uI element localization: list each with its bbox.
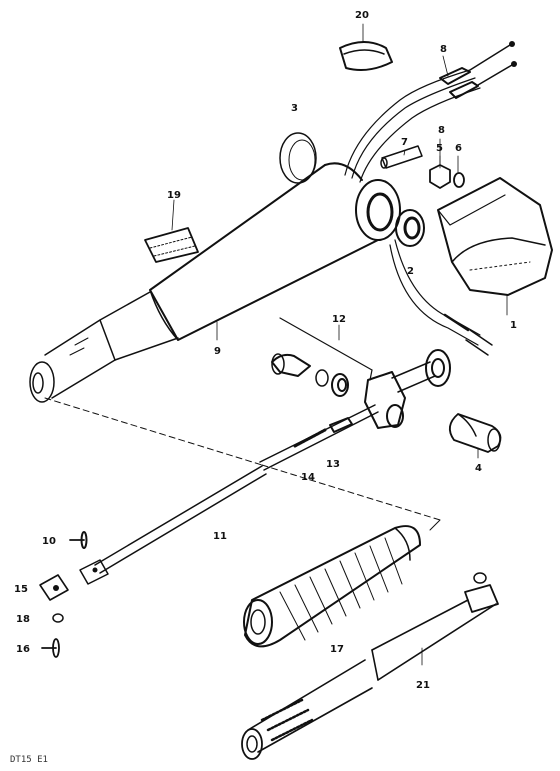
- label-8a: 8: [440, 44, 447, 55]
- part-15-clip: [39, 574, 69, 601]
- label-1: 1: [510, 320, 517, 331]
- label-19: 19: [167, 190, 181, 201]
- part-2-throttle-cables: [344, 41, 517, 356]
- label-7: 7: [401, 137, 408, 148]
- diagram-code: DT15 E1: [10, 755, 48, 765]
- part-3-ring: [279, 132, 317, 184]
- part-16-bolt: [41, 638, 60, 658]
- part-6-washer: [453, 172, 465, 188]
- part-13-cable-end: [259, 404, 379, 471]
- label-10: 10: [42, 536, 56, 547]
- part-11-throttle-rod: [79, 465, 267, 585]
- part-7-pin: [380, 145, 423, 169]
- label-18: 18: [16, 614, 30, 625]
- label-8b: 8: [438, 125, 445, 136]
- label-11: 11: [213, 531, 227, 542]
- label-21: 21: [416, 680, 430, 691]
- part-18-washer: [52, 613, 64, 623]
- part-2-bushing: [395, 209, 425, 247]
- part-9-tiller-handle: [29, 162, 401, 403]
- part-labels: 20 8 3 8 7 5 6 19 2 12 1 9 13 4 14 11 10…: [10, 10, 517, 765]
- label-15: 15: [14, 584, 28, 595]
- label-12: 12: [332, 314, 346, 325]
- label-3: 3: [291, 103, 298, 114]
- label-9: 9: [214, 346, 221, 357]
- label-2: 2: [407, 266, 414, 277]
- part-12-throttle-shaft: [271, 317, 451, 429]
- part-1-cover: [437, 177, 553, 296]
- part-10-screw: [69, 531, 88, 549]
- part-21-long-handle: [241, 572, 499, 760]
- leader-lines: [171, 23, 508, 666]
- label-6: 6: [455, 143, 462, 154]
- part-4-sleeve: [448, 413, 502, 453]
- guide-lines: [44, 397, 441, 531]
- label-17: 17: [330, 644, 344, 655]
- part-5-nut: [429, 164, 451, 189]
- label-20: 20: [355, 10, 369, 21]
- part-20-grommet: [339, 41, 393, 71]
- label-16: 16: [16, 644, 30, 655]
- label-14: 14: [301, 472, 315, 483]
- part-19-liner: [144, 227, 199, 263]
- label-13: 13: [326, 459, 340, 470]
- part-17-grip: [243, 525, 421, 648]
- label-5: 5: [436, 143, 443, 154]
- label-4: 4: [475, 463, 482, 474]
